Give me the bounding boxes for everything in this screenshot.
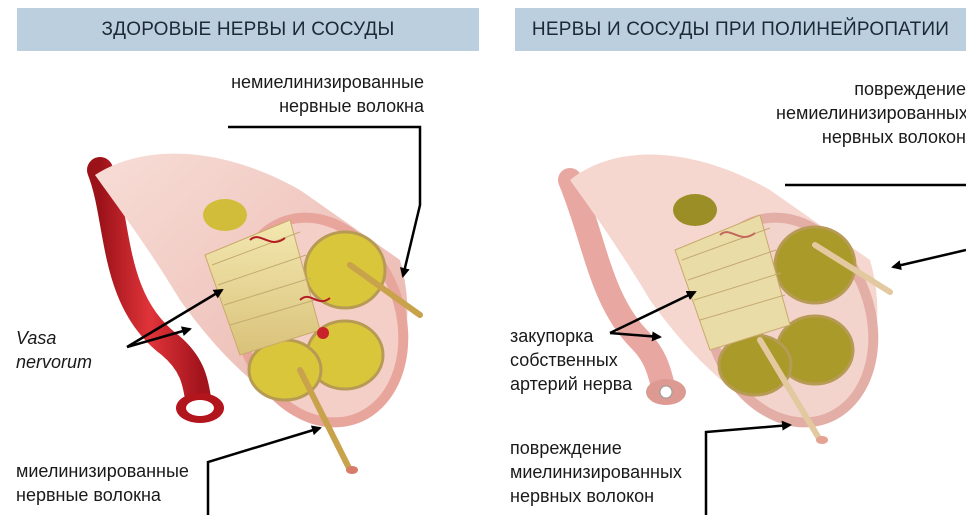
label-unmyelinated-fibers: немиелинизированные нервные волокна <box>224 70 424 118</box>
label-line: нервные волокна <box>224 94 424 118</box>
label-line: нервных волокон <box>776 125 966 149</box>
label-line: нервные волокна <box>16 483 189 507</box>
label-line: миелинизированные <box>16 459 189 483</box>
label-line: закупорка <box>510 324 632 348</box>
label-vasa-nervorum: Vasa nervorum <box>16 326 92 374</box>
arrow-icon <box>208 428 320 515</box>
label-line: nervorum <box>16 350 92 374</box>
label-line: немиелинизированные <box>224 70 424 94</box>
label-myelinated-fibers: миелинизированные нервные волокна <box>16 459 189 507</box>
label-line: повреждение <box>510 436 682 460</box>
label-line: немиелинизированных <box>776 101 966 125</box>
fascicle <box>673 194 717 226</box>
fascicle <box>203 199 247 231</box>
label-line: нервных волокон <box>510 484 682 508</box>
label-unmyelinated-damage: повреждение немиелинизированных нервных … <box>776 77 966 149</box>
arrow-icon <box>893 250 966 267</box>
arrow-icon <box>706 425 790 515</box>
label-line: собственных <box>510 348 632 372</box>
label-line: артерий нерва <box>510 372 632 396</box>
label-artery-occlusion: закупорка собственных артерий нерва <box>510 324 632 396</box>
label-myelinated-damage: повреждение миелинизированных нервных во… <box>510 436 682 508</box>
label-line: повреждение <box>776 77 966 101</box>
label-line: Vasa <box>16 326 92 350</box>
fascicle <box>305 232 385 308</box>
damaged-nerve <box>570 155 907 453</box>
label-line: миелинизированных <box>510 460 682 484</box>
healthy-nerve <box>95 154 437 474</box>
